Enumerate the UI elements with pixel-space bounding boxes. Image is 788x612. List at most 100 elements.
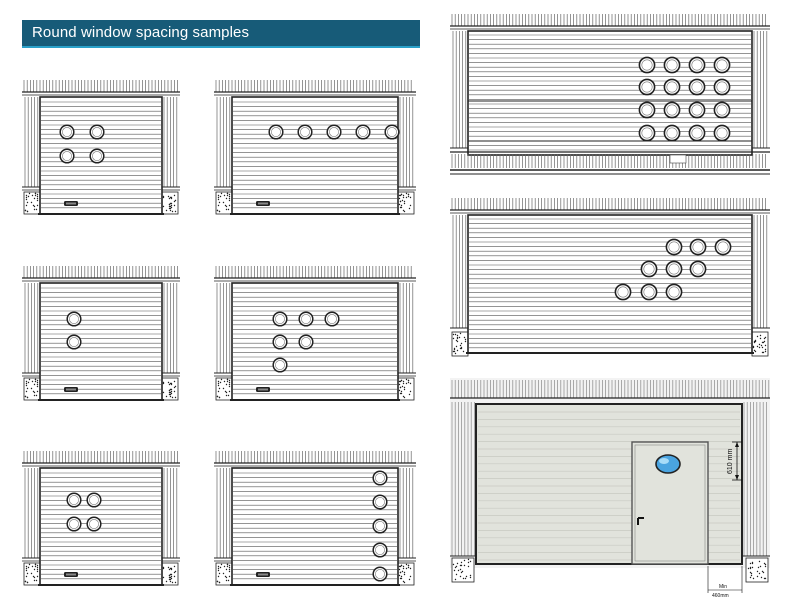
gravel-dot <box>169 196 172 199</box>
door-drawing-4x4 <box>450 14 770 175</box>
gravel-dot <box>34 194 37 197</box>
gravel-dot <box>36 566 39 569</box>
gravel-dot <box>463 564 466 567</box>
dimension-arrow-bottom <box>735 475 739 480</box>
gravel-dot <box>747 567 750 570</box>
round-window-glass <box>641 59 653 71</box>
gravel-dot <box>32 390 35 393</box>
gravel-dot <box>403 388 406 391</box>
round-window-glass <box>716 81 728 93</box>
gravel-dot <box>228 575 231 578</box>
gravel-dot <box>757 566 760 569</box>
gravel-dot <box>758 346 761 349</box>
gravel-dot <box>399 565 402 568</box>
gravel-dot <box>36 390 39 393</box>
gravel-dot <box>169 573 172 576</box>
door-handle-grip <box>258 573 268 576</box>
gravel-dot <box>228 564 231 567</box>
gravel-dot <box>27 381 30 384</box>
gravel-dot <box>459 564 462 567</box>
gravel-dot <box>400 577 403 580</box>
gravel-dot <box>398 203 401 206</box>
gravel-dot <box>400 575 403 578</box>
gravel-dot <box>409 575 412 578</box>
round-window-glass <box>692 263 704 275</box>
gravel-dot <box>225 579 228 582</box>
gravel-dot <box>36 385 39 388</box>
round-window-glass <box>643 263 655 275</box>
gravel-dot <box>464 338 467 341</box>
gravel-dot <box>223 565 226 568</box>
gravel-dot <box>405 378 408 381</box>
gravel-dot <box>453 348 456 351</box>
gravel-dot <box>33 568 36 571</box>
gravel-dot <box>31 565 34 568</box>
round-window-glass <box>375 497 385 507</box>
gravel-dot <box>749 571 752 574</box>
gravel-dot <box>460 564 463 567</box>
gravel-dot <box>170 382 173 385</box>
door-handle-icon <box>669 154 687 164</box>
gravel-dot <box>459 568 462 571</box>
door-detail-drawing: 610 mm Min 460mm <box>450 378 770 599</box>
round-window-glass <box>716 127 728 139</box>
gravel-dot <box>169 395 172 398</box>
gravel-dot <box>36 568 39 571</box>
gravel-dot <box>400 193 403 196</box>
dimension-arrow-top <box>735 442 739 447</box>
gravel-dot <box>399 380 402 383</box>
round-window-glass <box>641 127 653 139</box>
round-window-glass <box>666 81 678 93</box>
gravel-dot <box>218 581 221 584</box>
gravel-dot <box>167 381 170 384</box>
gravel-dot <box>30 387 33 390</box>
gravel-dot <box>456 562 459 565</box>
gravel-dot <box>217 567 220 570</box>
gravel-dot <box>169 567 172 570</box>
gravel-dot <box>162 381 165 384</box>
gravel-dot <box>459 575 462 578</box>
door-handle-grip <box>66 388 76 391</box>
gravel-dot <box>168 205 171 208</box>
gravel-dot <box>168 197 171 200</box>
gravel-dot <box>228 193 231 196</box>
section-title: Round window spacing samples <box>32 24 250 41</box>
gravel-dot <box>25 380 28 383</box>
gravel-dot <box>32 204 35 207</box>
gravel-dot <box>168 574 171 577</box>
gravel-dot <box>174 199 177 202</box>
gravel-dot <box>169 207 172 210</box>
gravel-dot <box>409 390 412 393</box>
gravel-dot <box>162 391 165 394</box>
door-group <box>22 266 180 401</box>
gravel-dot <box>170 390 173 393</box>
gravel-dot <box>31 194 34 197</box>
gravel-dot <box>169 382 172 385</box>
gravel-dot <box>217 194 220 197</box>
gravel-dot <box>170 206 173 209</box>
gravel-dot <box>760 576 763 579</box>
door-group <box>450 14 770 175</box>
round-window-glass <box>668 286 680 298</box>
round-window-glass <box>375 521 385 531</box>
gravel-dot <box>753 340 756 343</box>
gravel-dot <box>170 573 173 576</box>
gravel-dot <box>25 194 28 197</box>
gravel-dot <box>228 204 231 207</box>
gravel-dot <box>467 561 470 564</box>
round-window-glass <box>691 59 703 71</box>
gravel-dot <box>169 393 172 396</box>
gravel-dot <box>465 575 468 578</box>
gravel-dot <box>174 385 177 388</box>
gravel-dot <box>169 576 172 579</box>
gravel-dot <box>228 383 231 386</box>
round-window-glass <box>716 59 728 71</box>
gravel-dot <box>469 560 472 563</box>
gravel-dot <box>228 199 231 202</box>
gravel-dot <box>459 344 462 347</box>
gravel-dot <box>751 566 754 569</box>
gravel-dot <box>33 208 36 211</box>
gravel-dot <box>464 340 467 343</box>
gravel-dot <box>169 580 172 583</box>
gravel-dot <box>402 209 405 212</box>
